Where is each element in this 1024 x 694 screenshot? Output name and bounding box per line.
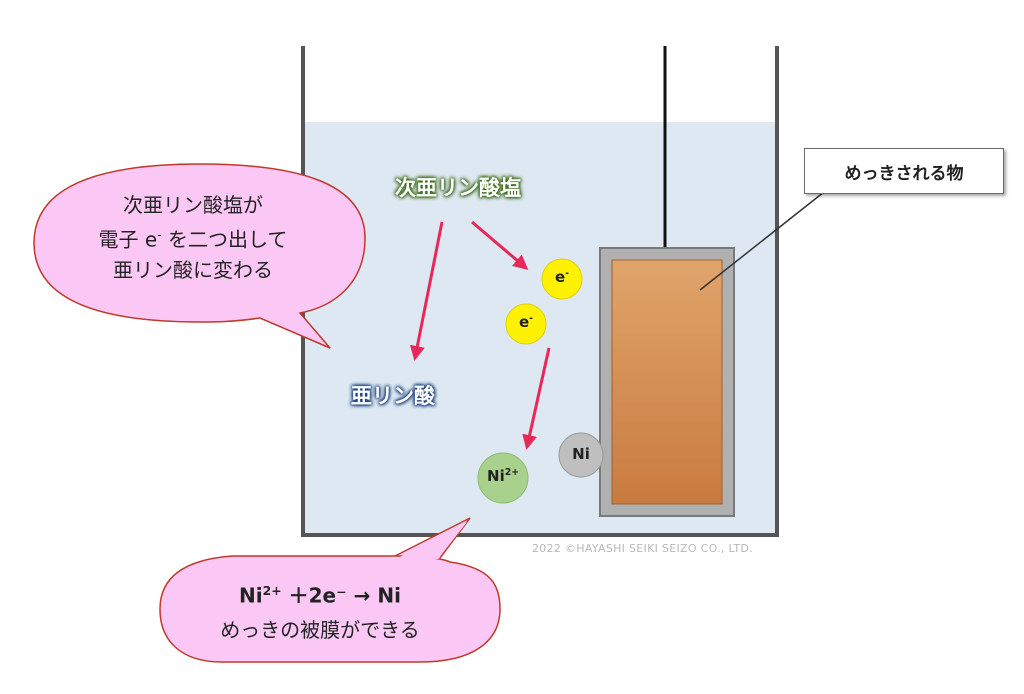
arrow-to-product bbox=[409, 221, 444, 361]
ni-metal-label: Ni bbox=[572, 445, 590, 463]
bubble-top-line-3: 亜リン酸に変わる bbox=[113, 257, 273, 282]
ni-metal-particle bbox=[558, 432, 604, 478]
bubble-top-text: 次亜リン酸塩が 電子 e- を二つ出して 亜リン酸に変わる bbox=[48, 190, 338, 285]
bubble-bottom-line-2: めっきの被膜ができる bbox=[220, 617, 420, 642]
copyright: 2022 ©HAYASHI SEIKI SEIZO CO., LTD. bbox=[532, 542, 753, 555]
speech-bubble-top bbox=[33, 163, 366, 349]
electron-1-label: e- bbox=[554, 268, 570, 286]
product-label: 亜リン酸 bbox=[351, 384, 435, 408]
ni-ion bbox=[477, 452, 529, 504]
reaction-equation: Ni2+ ＋2e⁻ → Ni bbox=[239, 583, 401, 608]
arrow-to-electron bbox=[471, 220, 529, 270]
bubble-bottom-text: Ni2+ ＋2e⁻ → Ni めっきの被膜ができる bbox=[170, 574, 470, 647]
ni-ion-label: Ni2+ bbox=[487, 467, 519, 485]
plated-object bbox=[611, 259, 723, 505]
bubble-top-line-2: 電子 e- を二つ出して bbox=[98, 227, 288, 252]
electron-2-label: e- bbox=[518, 313, 534, 331]
arrow-to-ni-ion bbox=[522, 347, 551, 450]
electron-2 bbox=[505, 303, 547, 345]
reagent-label: 次亜リン酸塩 bbox=[395, 176, 521, 200]
bubble-top-line-1: 次亜リン酸塩が bbox=[123, 193, 263, 217]
target-label: めっきされる物 bbox=[804, 148, 1004, 194]
target-leader-line bbox=[699, 191, 825, 291]
electron-1 bbox=[541, 258, 583, 300]
